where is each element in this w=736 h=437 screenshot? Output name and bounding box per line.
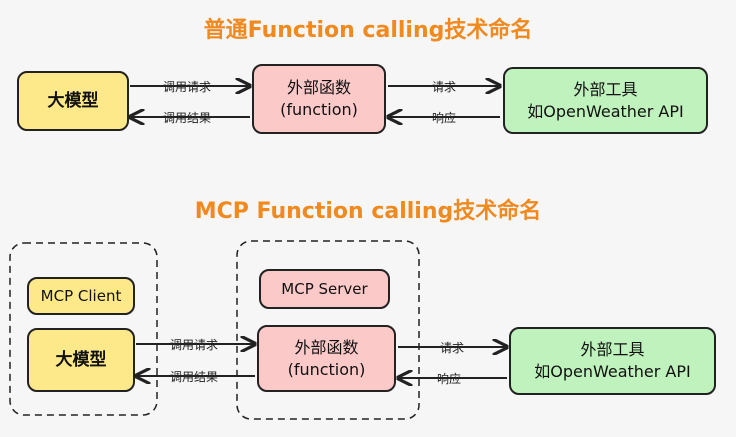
edge-label-bottom-response: 响应 — [437, 372, 462, 386]
node-ext-tool-bottom: 外部工具 如OpenWeather API — [509, 327, 716, 395]
node-ext-func-top-line1: 外部函数 — [286, 78, 351, 98]
node-llm-bottom: 大模型 — [27, 328, 135, 392]
node-ext-tool-bottom-line1: 外部工具 — [580, 340, 645, 360]
node-mcp-client: MCP Client — [27, 277, 135, 315]
edge-label-bottom-call-request: 调用请求 — [170, 338, 219, 352]
node-mcp-server-label: MCP Server — [281, 279, 368, 298]
node-ext-tool-top-line1: 外部工具 — [573, 79, 638, 99]
edge-label-bottom-request: 请求 — [440, 341, 465, 355]
node-ext-tool-top: 外部工具 如OpenWeather API — [503, 67, 708, 134]
node-ext-tool-top-line2: 如OpenWeather API — [527, 101, 684, 121]
node-ext-func-bottom-line2: (function) — [287, 359, 366, 379]
node-ext-func-bottom: 外部函数 (function) — [257, 325, 396, 392]
node-mcp-client-label: MCP Client — [40, 286, 122, 305]
title-mcp-function-calling: MCP Function calling技术命名 — [194, 199, 542, 224]
node-ext-func-top-line2: (function) — [280, 100, 358, 119]
edge-label-top-request: 请求 — [432, 80, 457, 94]
mcp-client-group — [9, 242, 158, 416]
node-ext-func-top: 外部函数 (function) — [252, 64, 386, 134]
node-llm-bottom-label: 大模型 — [55, 349, 107, 370]
node-llm-top-label: 大模型 — [47, 90, 99, 111]
node-mcp-server: MCP Server — [259, 269, 390, 309]
edge-label-top-call-result: 调用结果 — [163, 111, 212, 125]
node-ext-func-bottom-line1: 外部函数 — [294, 337, 359, 357]
mcp-server-group — [236, 240, 420, 420]
edge-label-top-response: 响应 — [432, 111, 457, 125]
edge-label-bottom-call-result: 调用结果 — [170, 370, 219, 384]
node-ext-tool-bottom-line2: 如OpenWeather API — [534, 362, 691, 381]
edge-label-top-call-request: 调用请求 — [163, 80, 212, 94]
title-normal-function-calling: 普通Function calling技术命名 — [203, 18, 533, 43]
node-llm-top: 大模型 — [17, 71, 129, 131]
